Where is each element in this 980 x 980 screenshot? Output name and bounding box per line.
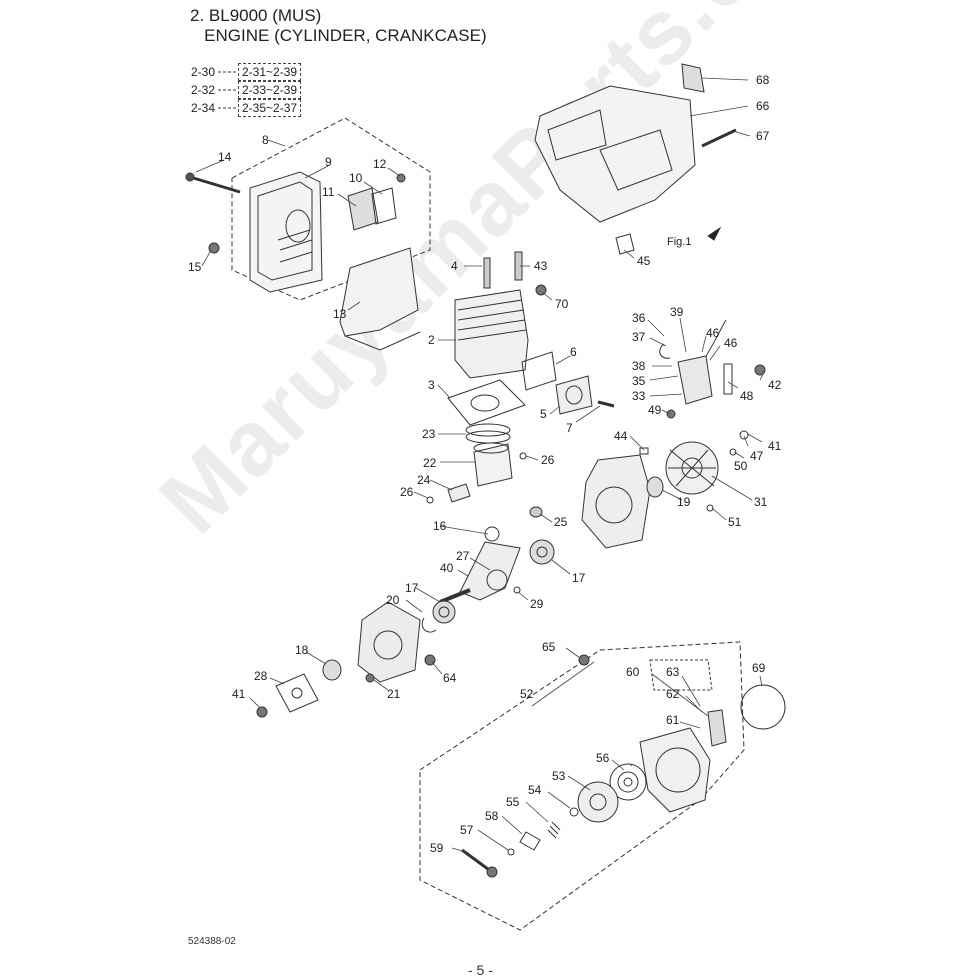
part-label: 6 (570, 345, 577, 359)
part-label: 37 (632, 330, 646, 344)
ref-range: 2-31~2-39 (238, 63, 302, 81)
part-label: 63 (666, 665, 680, 679)
part-label: 41 (768, 439, 782, 453)
part-label: 57 (460, 823, 474, 837)
part-label: 5 (540, 407, 547, 421)
page-title: 2. BL9000 (MUS) ENGINE (CYLINDER, CRANKC… (190, 6, 487, 46)
part-label: 42 (768, 378, 782, 392)
part-label: 39 (670, 305, 684, 319)
ref-range: 2-33~2-39 (238, 81, 302, 99)
part-label: 65 (542, 640, 556, 654)
part-label: 68 (756, 73, 770, 87)
part-label: 28 (254, 669, 268, 683)
part-label: 36 (632, 311, 646, 325)
part-label: 15 (188, 260, 202, 274)
part-label: 3 (428, 378, 435, 392)
part-label: 45 (637, 254, 651, 268)
ref-key: 2-32 (191, 83, 216, 97)
part-label: 55 (506, 795, 520, 809)
part-label: 29 (530, 597, 544, 611)
part-label: 9 (325, 155, 332, 169)
part-label: 17 (572, 571, 586, 585)
title-section: ENGINE (CYLINDER, CRANKCASE) (190, 26, 487, 45)
part-label: 40 (440, 561, 454, 575)
part-label: 67 (756, 129, 770, 143)
part-label: 22 (423, 456, 437, 470)
figure-reference-label: Fig.1 (667, 236, 692, 248)
part-label: 53 (552, 769, 566, 783)
part-label: 18 (295, 643, 309, 657)
ref-key: 2-30 (191, 65, 216, 79)
part-label: 50 (734, 459, 748, 473)
part-label: 21 (387, 687, 401, 701)
part-label: 24 (417, 473, 431, 487)
part-label: 11 (322, 185, 335, 199)
part-label: 26 (541, 453, 555, 467)
part-label: 27 (456, 549, 470, 563)
part-label: 59 (430, 841, 444, 855)
part-label: 12 (373, 157, 387, 171)
part-label: 19 (677, 495, 691, 509)
part-label: 61 (666, 713, 680, 727)
part-label: 52 (520, 687, 534, 701)
part-label: 43 (534, 259, 548, 273)
part-label: 62 (666, 687, 680, 701)
part-label: 8 (262, 133, 269, 147)
page-number: - 5 - (468, 962, 493, 978)
part-label: 23 (422, 427, 436, 441)
part-label: 10 (349, 171, 363, 185)
part-label: 14 (218, 150, 232, 164)
part-label: 38 (632, 359, 646, 373)
part-label: 54 (528, 783, 542, 797)
part-label: 20 (386, 593, 400, 607)
part-label: 31 (754, 495, 768, 509)
part-label: 46 (706, 326, 720, 340)
part-label: 51 (728, 515, 742, 529)
part-label: 2 (428, 333, 435, 347)
part-label: 33 (632, 389, 646, 403)
part-label: 35 (632, 374, 646, 388)
part-label: 41 (232, 687, 246, 701)
part-label: 48 (740, 389, 754, 403)
part-label: 70 (555, 297, 569, 311)
part-label: 17 (405, 581, 419, 595)
part-label: 26 (400, 485, 414, 499)
part-label: 56 (596, 751, 610, 765)
part-label: 49 (648, 403, 662, 417)
ref-range: 2-35~2-37 (238, 99, 302, 117)
part-label: 25 (554, 515, 568, 529)
part-label: 58 (485, 809, 499, 823)
part-label: 44 (614, 429, 628, 443)
document-code: 524388-02 (188, 936, 236, 947)
part-label: 16 (433, 519, 447, 533)
part-label: 66 (756, 99, 770, 113)
ref-key: 2-34 (191, 101, 216, 115)
part-label: 46 (724, 336, 738, 350)
part-label: 69 (752, 661, 766, 675)
part-label: 64 (443, 671, 457, 685)
part-label: 47 (750, 449, 764, 463)
part-label: 4 (451, 259, 458, 273)
part-label: 60 (626, 665, 640, 679)
title-model: 2. BL9000 (MUS) (190, 6, 322, 25)
part-label: 13 (333, 307, 347, 321)
part-label: 7 (566, 421, 573, 435)
